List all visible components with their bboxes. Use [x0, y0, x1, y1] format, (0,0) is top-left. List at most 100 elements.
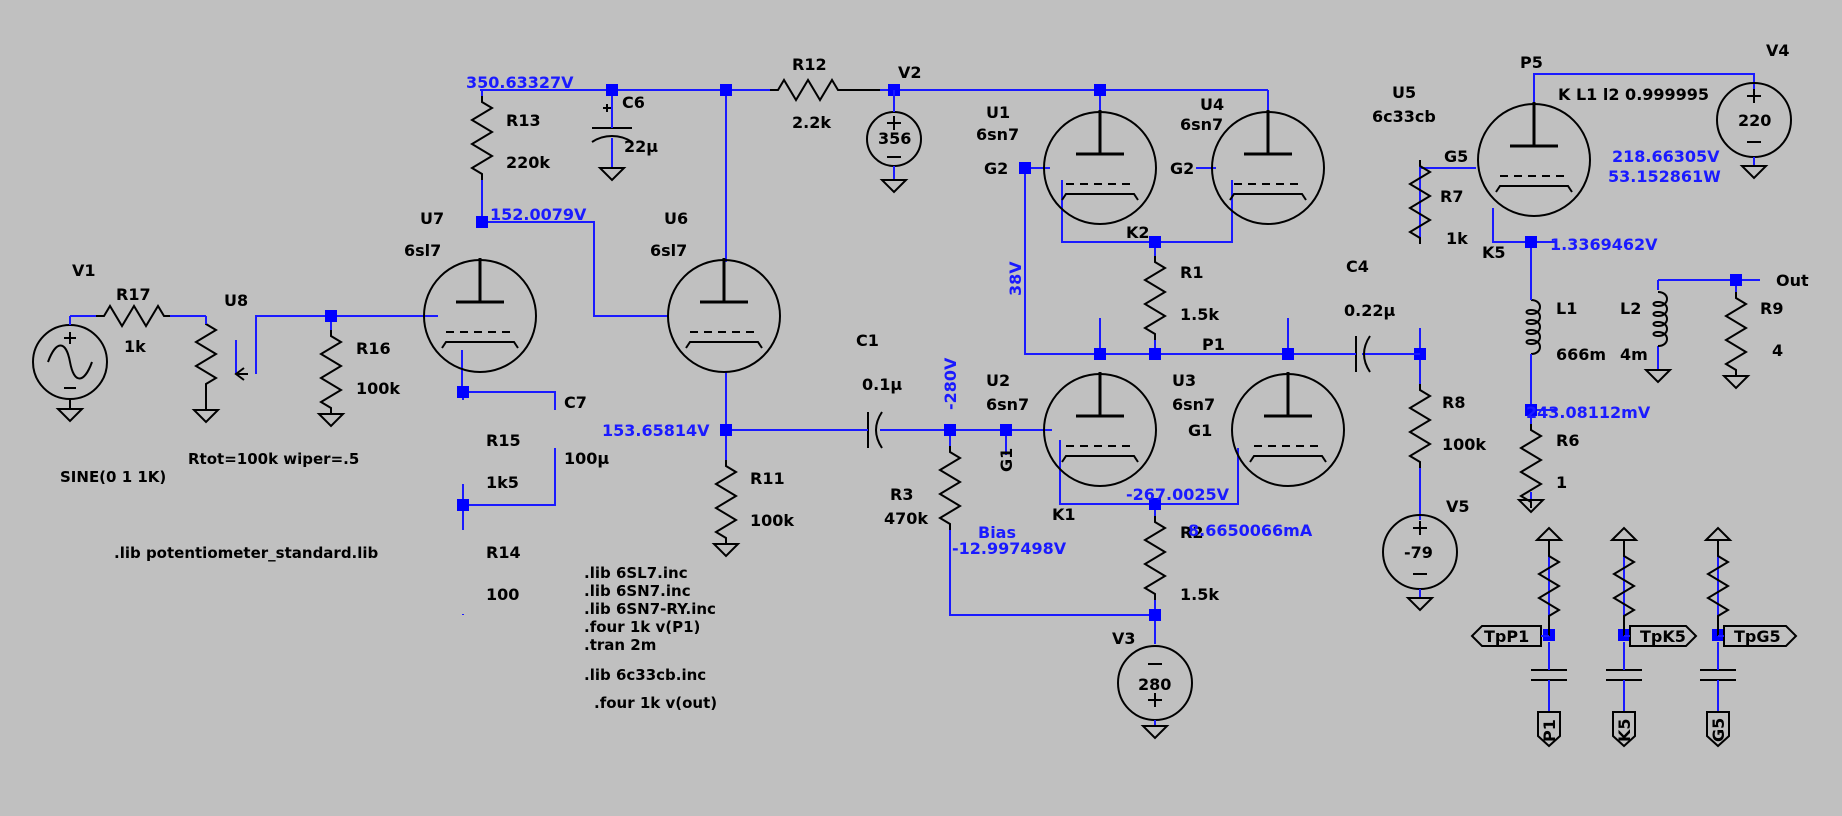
v2-source[interactable] [866, 90, 922, 193]
v1-source[interactable] [32, 316, 108, 422]
label-r12: R12 [792, 55, 827, 74]
label-v4: V4 [1766, 41, 1790, 60]
label-u3: U3 [1172, 371, 1196, 390]
label-u4: U4 [1200, 95, 1224, 114]
label-u7-value: 6sl7 [404, 241, 441, 260]
directive-lib-6sn7ry: .lib 6SN7-RY.inc [584, 600, 716, 618]
label-u1-value: 6sn7 [976, 125, 1019, 144]
label-g2a: G2 [984, 159, 1008, 178]
r1-resistor[interactable] [1144, 255, 1166, 341]
label-g1b: G1 [1188, 421, 1212, 440]
label-c1-value: 0.1µ [862, 375, 902, 394]
r2-resistor[interactable] [1144, 515, 1166, 601]
probe-tpg5[interactable] [1700, 526, 1736, 712]
label-k2: K2 [1126, 223, 1150, 242]
v5-source[interactable] [1382, 514, 1458, 611]
directive-sine: SINE(0 1 1K) [60, 468, 166, 486]
label-r7-value: 1k [1446, 229, 1468, 248]
label-r11: R11 [750, 469, 785, 488]
v3-source[interactable] [1117, 645, 1193, 740]
label-g1a: G1 [997, 448, 1016, 472]
label-r7: R7 [1440, 187, 1463, 206]
directive-potlib: .lib potentiometer_standard.lib [114, 544, 379, 562]
u6-triode[interactable] [666, 256, 782, 374]
directive-lib-6sl7: .lib 6SL7.inc [584, 564, 688, 582]
label-r13-value: 220k [506, 153, 550, 172]
label-r1-value: 1.5k [1180, 305, 1219, 324]
label-l2-value: 4m [1620, 345, 1648, 364]
label-r13: R13 [506, 111, 541, 130]
label-c7-value: 100µ [564, 449, 609, 468]
probe-values: 350.63327V 152.0079V 153.65814V Bias -12… [466, 73, 1721, 558]
probe-u6-cathode: 153.65814V [602, 421, 710, 440]
label-u8: U8 [224, 291, 248, 310]
label-c6: C6 [622, 93, 645, 112]
label-r3-value: 470k [884, 509, 928, 528]
label-r14-value: 100 [486, 585, 519, 604]
label-l1: L1 [1556, 299, 1577, 318]
probe-supply: 350.63327V [466, 73, 574, 92]
label-g2b: G2 [1170, 159, 1194, 178]
label-l2: L2 [1620, 299, 1641, 318]
label-c4-value: 0.22µ [1344, 301, 1395, 320]
flag-g5-shape [1706, 711, 1730, 748]
u2-triode[interactable] [1042, 370, 1158, 488]
l1-inductor[interactable] [1525, 299, 1541, 355]
probe-p5-power: 53.152861W [1608, 167, 1721, 186]
label-c1: C1 [856, 331, 879, 350]
probe-tpk5[interactable] [1606, 526, 1642, 712]
u4-triode[interactable] [1210, 108, 1326, 226]
label-r8: R8 [1442, 393, 1465, 412]
label-v3-value: 280 [1138, 675, 1171, 694]
label-r11-value: 100k [750, 511, 794, 530]
flag-k5-shape [1612, 711, 1636, 748]
probe-current: 8.6650066mA [1188, 521, 1313, 540]
label-r2-value: 1.5k [1180, 585, 1219, 604]
r3-resistor[interactable] [939, 445, 961, 531]
label-p1: P1 [1202, 335, 1225, 354]
probe-bias-label: Bias [978, 523, 1016, 542]
label-r2: R2 [1180, 523, 1203, 542]
label-u3-value: 6sn7 [1172, 395, 1215, 414]
label-r16: R16 [356, 339, 391, 358]
probe-bias: -12.997498V [952, 539, 1067, 558]
r17-resistor[interactable] [96, 304, 170, 328]
probe-tpp1[interactable] [1531, 526, 1567, 712]
r9-resistor[interactable] [1723, 291, 1749, 389]
directive-tran: .tran 2m [584, 636, 656, 654]
u7-triode[interactable] [422, 256, 538, 374]
directive-four-out: .four 1k v(out) [594, 694, 717, 712]
label-v4-value: 220 [1738, 111, 1771, 130]
c1-capacitor[interactable] [856, 411, 883, 449]
label-u1: U1 [986, 103, 1010, 122]
r13-resistor[interactable] [471, 95, 493, 181]
label-r12-value: 2.2k [792, 113, 831, 132]
probe-k5: 1.3369462V [1550, 235, 1658, 254]
label-u6-value: 6sl7 [650, 241, 687, 260]
label-v2-value: 356 [878, 129, 911, 148]
label-l1-value: 666m [1556, 345, 1606, 364]
r8-resistor[interactable] [1409, 383, 1431, 469]
r12-resistor[interactable] [770, 78, 880, 102]
c6-capacitor[interactable] [591, 104, 633, 181]
probe-r6: 243.08112mV [1526, 403, 1651, 422]
label-tpg5: TpG5 [1734, 627, 1781, 646]
label-v2: V2 [898, 63, 922, 82]
r11-resistor[interactable] [713, 459, 739, 557]
flag-tpk5-shape [1629, 625, 1698, 647]
u3-triode[interactable] [1230, 370, 1346, 488]
label-tpk5: TpK5 [1640, 627, 1686, 646]
u5-triode[interactable] [1476, 100, 1592, 218]
probe-p5-voltage: 218.66305V [1612, 147, 1720, 166]
label-c7: C7 [564, 393, 587, 412]
u8-potentiometer[interactable] [193, 316, 248, 423]
label-r9-value: 4 [1772, 341, 1783, 360]
probe-u7-plate: 152.0079V [490, 205, 587, 224]
c4-capacitor[interactable] [1345, 335, 1420, 373]
label-v5: V5 [1446, 497, 1470, 516]
label-p5: P5 [1520, 53, 1543, 72]
r16-resistor[interactable] [318, 329, 344, 427]
u1-triode[interactable] [1042, 108, 1158, 226]
v4-source[interactable] [1716, 82, 1792, 179]
